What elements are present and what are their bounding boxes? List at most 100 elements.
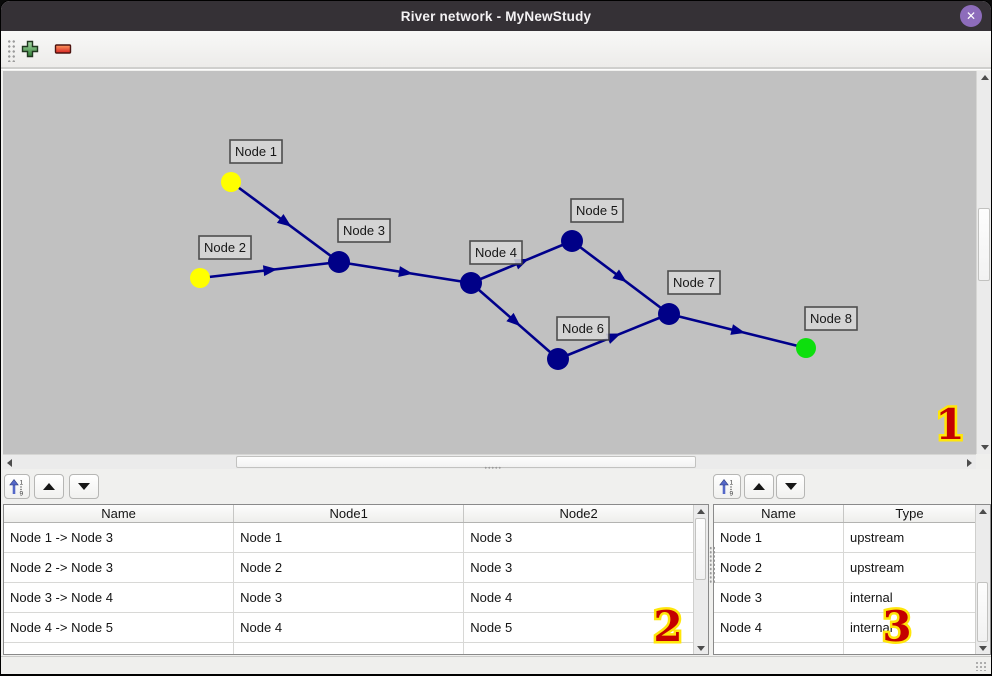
scroll-up-button[interactable] [977, 71, 991, 84]
node-label[interactable]: Node 5 [570, 198, 624, 223]
scroll-up-button[interactable] [694, 505, 708, 517]
table-cell[interactable] [234, 643, 465, 654]
graph-node-node-6[interactable] [547, 348, 569, 370]
table-cell[interactable]: Node 2 [234, 553, 465, 583]
triangle-up-icon [753, 483, 765, 490]
canvas-hscrollbar[interactable] [3, 454, 976, 469]
table-cell[interactable]: Node 2 [714, 553, 844, 583]
node-label[interactable]: Node 6 [556, 316, 610, 341]
scroll-down-button[interactable] [977, 441, 991, 454]
table-cell[interactable]: Node 1 [714, 523, 844, 553]
scroll-thumb[interactable] [695, 518, 706, 580]
graph-node-node-4[interactable] [460, 272, 482, 294]
table-cell[interactable]: Node 3 [714, 583, 844, 613]
links-move-down-button[interactable] [69, 474, 99, 499]
svg-text:Node 3: Node 3 [343, 223, 385, 238]
table-cell[interactable]: upstream [843, 523, 975, 553]
add-button[interactable] [20, 39, 40, 59]
table-cell[interactable]: internal [843, 613, 975, 643]
table-cell[interactable]: upstream [843, 553, 975, 583]
nodes-sort-button[interactable]: 1 9 [713, 474, 741, 499]
column-header-name[interactable]: Name [714, 505, 844, 522]
triangle-down-icon [980, 445, 989, 450]
column-header-type[interactable]: Type [895, 506, 924, 521]
table-cell[interactable]: Node 1 -> Node 3 [4, 523, 235, 553]
graph-edge[interactable] [199, 260, 340, 280]
table-cell[interactable] [4, 643, 235, 654]
svg-text:Node 4: Node 4 [475, 245, 517, 260]
graph-node-node-1[interactable] [221, 172, 241, 192]
river-network-canvas[interactable]: Node 1 Node 2 Node 3 Node 4 Node 5 Node 6 Node… [3, 71, 976, 454]
node-label[interactable]: Node 3 [337, 218, 391, 243]
graph-edge[interactable] [668, 312, 807, 350]
graph-node-node-7[interactable] [658, 303, 680, 325]
table-cell[interactable] [844, 643, 975, 654]
titlebar[interactable]: River network - MyNewStudy ✕ [1, 1, 991, 31]
node-label[interactable]: Node 2 [198, 235, 252, 260]
hscroll-thumb[interactable] [236, 456, 696, 468]
triangle-up-icon [979, 508, 987, 514]
scroll-down-button[interactable] [976, 642, 990, 654]
links-sort-button[interactable]: 1 9 [4, 474, 30, 499]
scroll-down-button[interactable] [694, 642, 708, 654]
table-cell[interactable]: Node 4 [464, 583, 693, 613]
resize-grip[interactable] [975, 661, 987, 671]
graph-node-node-2[interactable] [190, 268, 210, 288]
table-cell[interactable]: Node 4 [714, 613, 844, 643]
table-cell[interactable]: Node 4 -> Node 5 [4, 613, 235, 643]
close-button[interactable]: ✕ [960, 5, 982, 27]
node-label[interactable]: Node 1 [229, 139, 283, 164]
table-cell[interactable]: Node 3 [464, 553, 693, 583]
triangle-left-icon [7, 458, 12, 467]
column-header-name[interactable]: Name [4, 505, 235, 522]
node-label[interactable]: Node 4 [469, 240, 523, 265]
table-cell[interactable]: Node 1 [234, 523, 465, 553]
table-cell[interactable]: Node 3 [234, 583, 465, 613]
graph-edge[interactable] [230, 180, 340, 264]
table-row[interactable] [714, 643, 975, 654]
nodes-move-up-button[interactable] [744, 474, 774, 499]
table-row[interactable] [4, 643, 693, 654]
table-cell[interactable]: Node 4 [234, 613, 465, 643]
graph-node-node-5[interactable] [561, 230, 583, 252]
scroll-right-button[interactable] [963, 455, 976, 470]
triangle-up-icon [980, 75, 989, 80]
graph-edge[interactable] [470, 282, 559, 360]
svg-text:1: 1 [730, 479, 734, 486]
graph-node-node-8[interactable] [796, 338, 816, 358]
table-cell[interactable]: Node 3 -> Node 4 [4, 583, 235, 613]
vscroll-thumb[interactable] [978, 208, 990, 281]
table-cell[interactable]: Node 2 -> Node 3 [4, 553, 235, 583]
nodes-move-down-button[interactable] [776, 474, 805, 499]
table-cell[interactable] [714, 643, 844, 654]
graph-edge[interactable] [338, 260, 472, 285]
graph-edge[interactable] [571, 239, 670, 316]
column-header-node2[interactable]: Node2 [559, 506, 598, 521]
column-header-node1[interactable]: Node1 [234, 505, 465, 522]
links-move-up-button[interactable] [34, 474, 64, 499]
canvas-vscrollbar[interactable] [976, 71, 991, 454]
graph-node-node-3[interactable] [328, 251, 350, 273]
toolbar-drag-handle[interactable] [7, 39, 16, 62]
table-cell[interactable]: internal [843, 583, 975, 613]
table-cell[interactable] [464, 643, 693, 654]
node-label[interactable]: Node 8 [804, 306, 858, 331]
remove-button[interactable] [53, 39, 73, 59]
vertical-splitter-handle[interactable] [709, 546, 715, 584]
links-table-scrollbar[interactable] [693, 505, 708, 654]
node-label[interactable]: Node 7 [667, 270, 721, 295]
table-cell[interactable]: Node 5 [464, 613, 693, 643]
nodes-table-scrollbar[interactable] [975, 505, 990, 654]
scroll-left-button[interactable] [3, 455, 16, 470]
table-cell[interactable]: Node 3 [464, 523, 693, 553]
scroll-thumb[interactable] [977, 582, 988, 642]
scroll-up-button[interactable] [976, 505, 990, 517]
